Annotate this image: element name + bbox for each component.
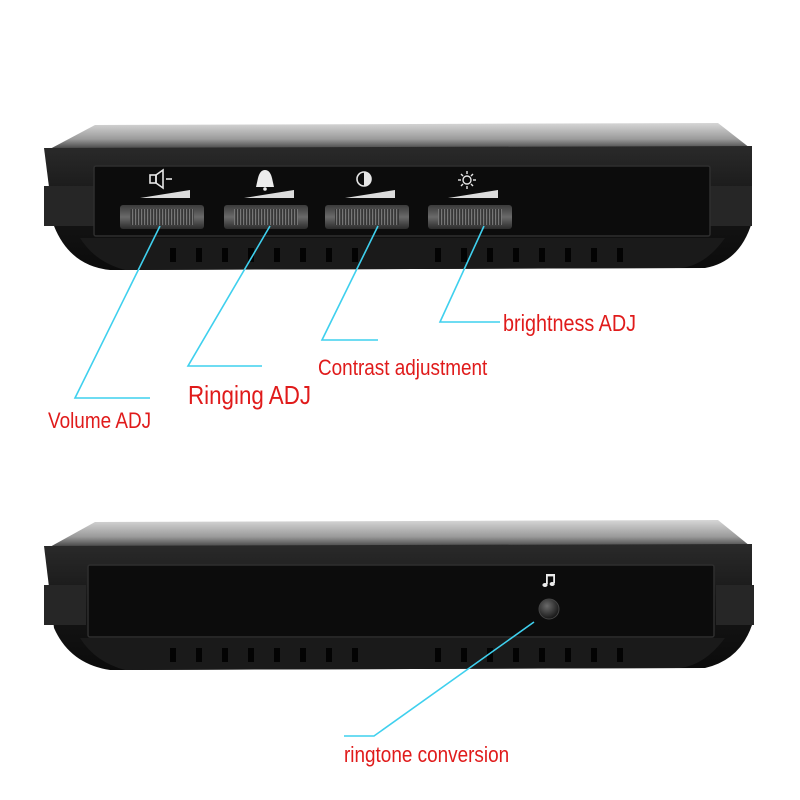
device-top-view (44, 123, 752, 270)
vent-slot (196, 248, 202, 262)
ringtone-conversion-label: ringtone conversion (344, 742, 510, 767)
vent-slot (222, 248, 228, 262)
ringing-wheel[interactable] (224, 205, 308, 229)
vent-slot (274, 248, 280, 262)
volume-wheel[interactable] (120, 205, 204, 229)
music-note-icon (542, 574, 555, 587)
contrast-icon (356, 171, 372, 187)
leader-line-ringtone (344, 621, 535, 737)
volume-adj-label: Volume ADJ (48, 408, 152, 433)
vent-slot (487, 648, 493, 662)
contrast-adjustment-label: Contrast adjustment (318, 355, 488, 380)
vent-slot (196, 648, 202, 662)
vent-slot (565, 248, 571, 262)
vent-slot (326, 648, 332, 662)
vent-slots-top (170, 248, 623, 262)
speaker-icon (149, 168, 172, 190)
vent-slot (487, 248, 493, 262)
vent-slot (352, 248, 358, 262)
vent-slot (591, 648, 597, 662)
vent-slot (326, 248, 332, 262)
brightness-wheel[interactable] (428, 205, 512, 229)
vent-slots-bottom (170, 648, 623, 662)
level-ramps (140, 190, 498, 198)
vent-slot (170, 648, 176, 662)
vent-slot (617, 248, 623, 262)
vent-slot (539, 248, 545, 262)
vent-slot (274, 648, 280, 662)
vent-slot (565, 648, 571, 662)
vent-slot (591, 248, 597, 262)
vent-slot (300, 648, 306, 662)
ringing-adj-label: Ringing ADJ (188, 380, 312, 410)
vent-slot (617, 648, 623, 662)
bell-icon (256, 170, 274, 191)
vent-slot (300, 248, 306, 262)
brightness-adj-label: brightness ADJ (503, 310, 637, 336)
vent-slot (248, 648, 254, 662)
vent-slot (435, 648, 441, 662)
vent-slot (248, 248, 254, 262)
vent-slot (222, 648, 228, 662)
vent-slot (170, 248, 176, 262)
ringtone-button[interactable] (538, 598, 560, 620)
vent-slot (461, 248, 467, 262)
leader-lines-top (73, 225, 500, 399)
vent-slot (513, 648, 519, 662)
vent-slot (352, 648, 358, 662)
vent-slot (461, 648, 467, 662)
vent-slot (435, 248, 441, 262)
vent-slot (513, 248, 519, 262)
contrast-wheel[interactable] (325, 205, 409, 229)
vent-slot (539, 648, 545, 662)
sun-icon (458, 171, 476, 189)
device-bottom-view (44, 520, 754, 670)
